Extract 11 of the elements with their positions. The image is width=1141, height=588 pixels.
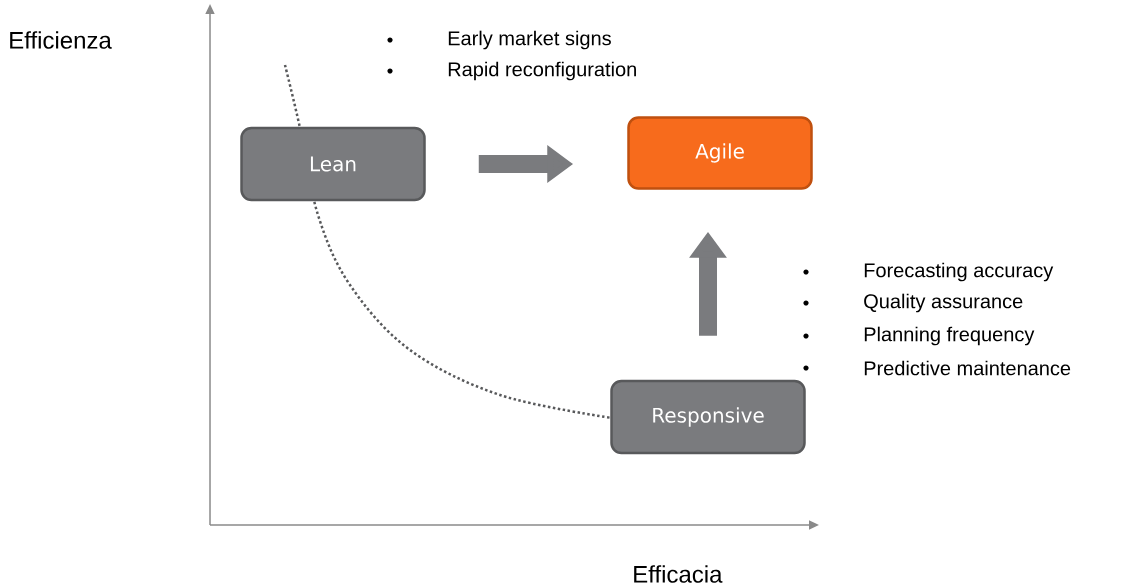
process-box: Responsive xyxy=(610,379,806,455)
process-box: Agile xyxy=(627,116,813,190)
bullet-text: Rapid reconfiguration xyxy=(448,61,636,81)
bullet-text: Forecasting accuracy xyxy=(864,262,1054,282)
bullet-text: Planning frequency xyxy=(864,326,1035,346)
axis-label: Efficacia xyxy=(634,565,723,583)
bullet-text: Quality assurance xyxy=(864,293,1023,313)
axis-label: Efficienza xyxy=(10,31,112,49)
bullet-text: Predictive maintenance xyxy=(864,360,1071,376)
process-box: Lean xyxy=(240,126,426,202)
bullet-text: Early market signs xyxy=(448,30,611,50)
